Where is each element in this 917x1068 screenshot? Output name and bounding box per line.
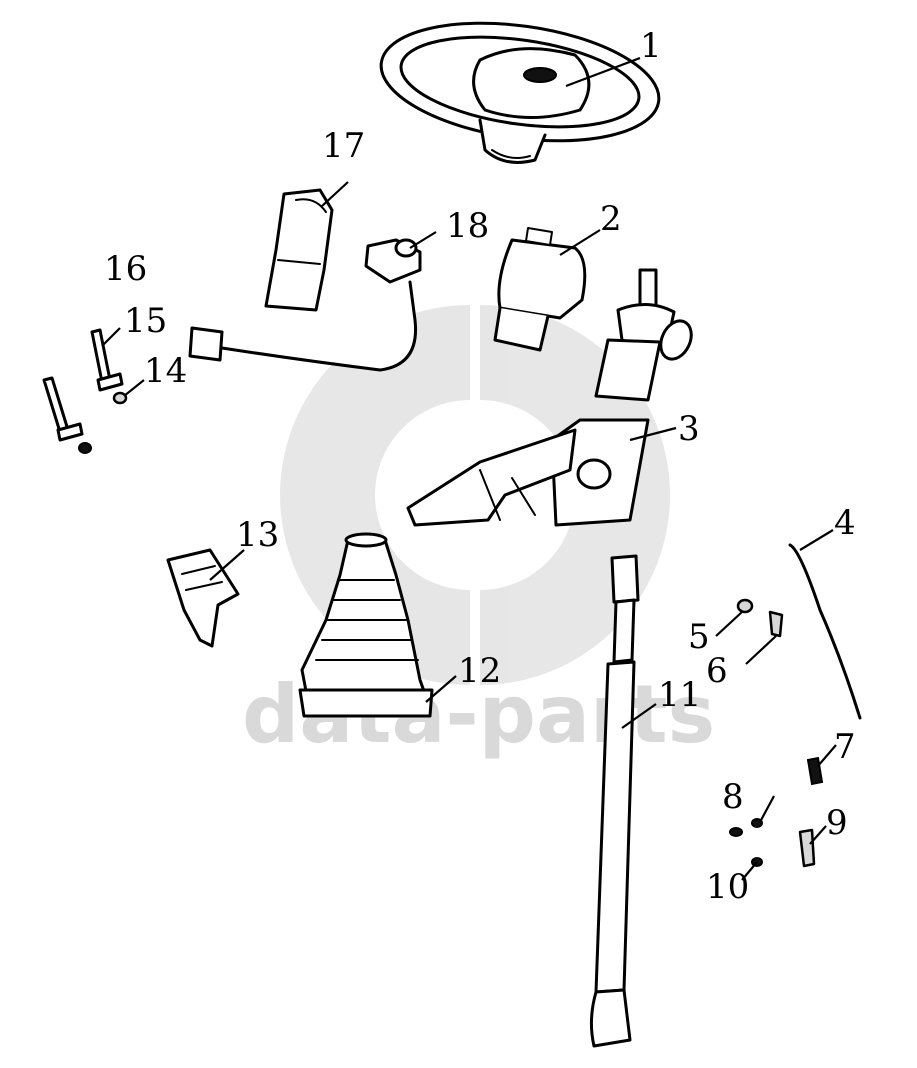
- leader-3: [629, 426, 677, 442]
- callout-5: 5: [688, 617, 710, 657]
- part-15-bolt: [90, 328, 124, 392]
- leader-8: [759, 795, 775, 823]
- leader-5: [715, 611, 743, 637]
- callout-15: 15: [124, 301, 167, 341]
- part-16-pin: [42, 376, 92, 454]
- callout-11: 11: [658, 675, 701, 715]
- leader-17: [321, 181, 349, 207]
- callout-6: 6: [706, 651, 728, 691]
- callout-12: 12: [458, 651, 501, 691]
- leader-7: [817, 744, 837, 767]
- part-4-rod: [788, 543, 862, 720]
- callout-1: 1: [640, 26, 662, 66]
- leader-6: [745, 635, 777, 665]
- callout-7: 7: [834, 727, 856, 767]
- leader-18: [409, 231, 437, 249]
- leader-2: [559, 229, 601, 256]
- part-13-bracket: [166, 548, 240, 648]
- leader-12: [425, 675, 457, 703]
- leader-10: [741, 861, 758, 881]
- part-7-bolt: [806, 756, 824, 786]
- leader-15: [101, 327, 121, 347]
- part-12-boot: [298, 532, 434, 718]
- callout-2: 2: [600, 199, 622, 239]
- callout-18: 18: [446, 206, 489, 246]
- part-5-nut: [736, 598, 754, 614]
- part-8-washer: [729, 818, 763, 837]
- leader-9: [809, 825, 827, 845]
- leader-4: [799, 529, 834, 551]
- part-9-bolt: [798, 828, 816, 868]
- part-11-intermediate-shaft: [589, 554, 640, 1048]
- part-2-column-shroud: [493, 227, 587, 352]
- callout-8: 8: [722, 777, 744, 817]
- leader-14: [123, 379, 145, 397]
- leader-11: [621, 703, 657, 729]
- callout-3: 3: [678, 409, 700, 449]
- leader-1: [565, 56, 641, 88]
- callout-14: 14: [144, 351, 187, 391]
- callout-10: 10: [706, 867, 749, 907]
- callout-numbers: 1 2 3 4 5 6 7 8 9 10 11 12 13 14 15 16 1…: [104, 26, 856, 907]
- callout-4: 4: [834, 503, 856, 543]
- leader-lines: [101, 56, 837, 881]
- callout-16: 16: [104, 249, 147, 289]
- part-1-steering-wheel: [379, 21, 661, 164]
- part-17-switch-housing: [264, 188, 334, 312]
- part-3-steering-column: [406, 268, 693, 527]
- part-6-clip: [768, 610, 784, 638]
- part-14-nut: [112, 391, 128, 405]
- part-18-wiring-harness: [188, 238, 422, 372]
- callout-9: 9: [826, 803, 848, 843]
- callout-17: 17: [322, 126, 365, 166]
- callout-13: 13: [236, 515, 279, 555]
- leader-13: [209, 549, 245, 581]
